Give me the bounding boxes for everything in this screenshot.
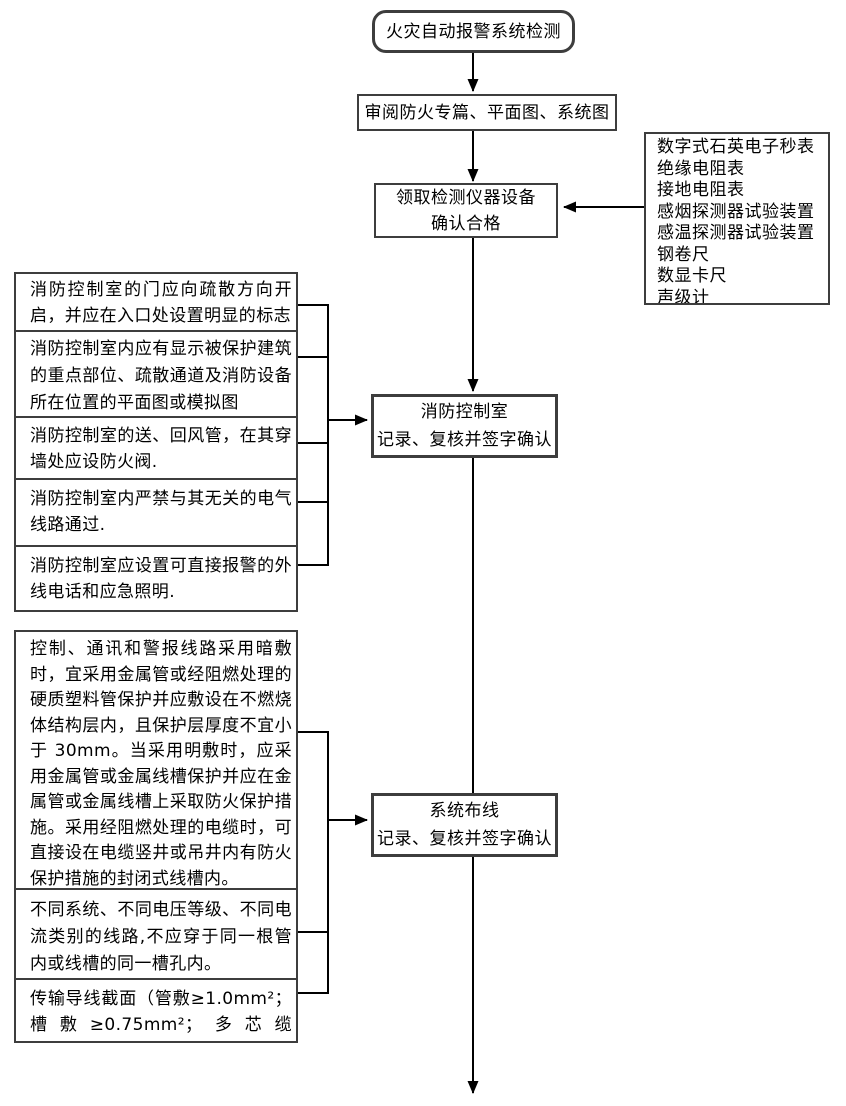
- equipment-item: 钢卷尺: [657, 244, 710, 265]
- control-room-req-1-text: 消防控制室的门应向疏散方向开启，并应在入口处设置明显的标志: [30, 280, 292, 326]
- equipment-item: 感温探测器试验装置: [657, 223, 815, 243]
- wiring-step-line1: 系统布线: [429, 801, 500, 821]
- equipment-item: 接地电阻表: [657, 180, 745, 200]
- wiring-req-3-text: 传输导线截面（管敷≥1.0mm²；槽敷≥0.75mm²；多芯缆≥0.5mm²）: [30, 989, 292, 1035]
- start-node: 火灾自动报警系统检测: [372, 10, 575, 53]
- bracket-wiring: [298, 731, 329, 994]
- equipment-item: 感烟探测器试验装置: [657, 201, 815, 222]
- start-node-label: 火灾自动报警系统检测: [386, 21, 561, 42]
- wiring-req-1-text: 控制、通讯和警报线路采用暗敷时，宜采用金属管或经阻燃处理的硬质塑料管保护并应敷设…: [30, 639, 292, 889]
- equipment-item: 声级计: [657, 287, 710, 305]
- control-room-req-3: 消防控制室的送、回风管，在其穿墙处应设防火阀.: [14, 416, 298, 480]
- wiring-step-line2: 记录、复核并签字确认: [377, 829, 552, 849]
- control-room-req-5-text: 消防控制室应设置可直接报警的外线电话和应急照明.: [30, 556, 292, 602]
- wiring-req-3: 传输导线截面（管敷≥1.0mm²；槽敷≥0.75mm²；多芯缆≥0.5mm²）: [14, 978, 298, 1043]
- control-room-req-4-text: 消防控制室内严禁与其无关的电气线路通过.: [30, 489, 292, 535]
- equipment-item: 数显卡尺: [657, 266, 727, 286]
- control-room-req-3-text: 消防控制室的送、回风管，在其穿墙处应设防火阀.: [30, 426, 292, 472]
- control-room-req-2-text: 消防控制室内应有显示被保护建筑的重点部位、疏散通道及消防设备所在位置的平面图或模…: [30, 339, 292, 413]
- wiring-step-node: 系统布线 记录、复核并签字确认: [371, 793, 558, 857]
- review-node-label: 审阅防火专篇、平面图、系统图: [364, 102, 610, 123]
- review-node: 审阅防火专篇、平面图、系统图: [357, 94, 617, 131]
- equipment-list-box: 数字式石英电子秒表 绝缘电阻表 接地电阻表 感烟探测器试验装置 感温探测器试验装…: [644, 132, 830, 305]
- control-room-step-line1: 消防控制室: [420, 402, 509, 422]
- pick-equipment-line1: 领取检测仪器设备: [396, 187, 536, 208]
- pick-equipment-line2: 确认合格: [431, 213, 501, 234]
- control-room-req-5: 消防控制室应设置可直接报警的外线电话和应急照明.: [14, 545, 298, 612]
- pick-equipment-node: 领取检测仪器设备 确认合格: [374, 183, 558, 238]
- control-room-req-1: 消防控制室的门应向疏散方向开启，并应在入口处设置明显的标志: [14, 272, 298, 332]
- bracket-control-room: [298, 304, 329, 566]
- wiring-req-2: 不同系统、不同电压等级、不同电流类别的线路,不应穿于同一根管内或线槽的同一槽孔内…: [14, 888, 298, 980]
- equipment-item: 绝缘电阻表: [657, 158, 745, 179]
- wiring-req-1: 控制、通讯和警报线路采用暗敷时，宜采用金属管或经阻燃处理的硬质塑料管保护并应敷设…: [14, 630, 298, 890]
- control-room-step-node: 消防控制室 记录、复核并签字确认: [371, 394, 558, 458]
- wiring-req-2-text: 不同系统、不同电压等级、不同电流类别的线路,不应穿于同一根管内或线槽的同一槽孔内…: [30, 900, 292, 974]
- equipment-item: 数字式石英电子秒表: [657, 137, 815, 157]
- control-room-step-line2: 记录、复核并签字确认: [377, 430, 552, 450]
- control-room-req-2: 消防控制室内应有显示被保护建筑的重点部位、疏散通道及消防设备所在位置的平面图或模…: [14, 330, 298, 418]
- control-room-req-4: 消防控制室内严禁与其无关的电气线路通过.: [14, 478, 298, 547]
